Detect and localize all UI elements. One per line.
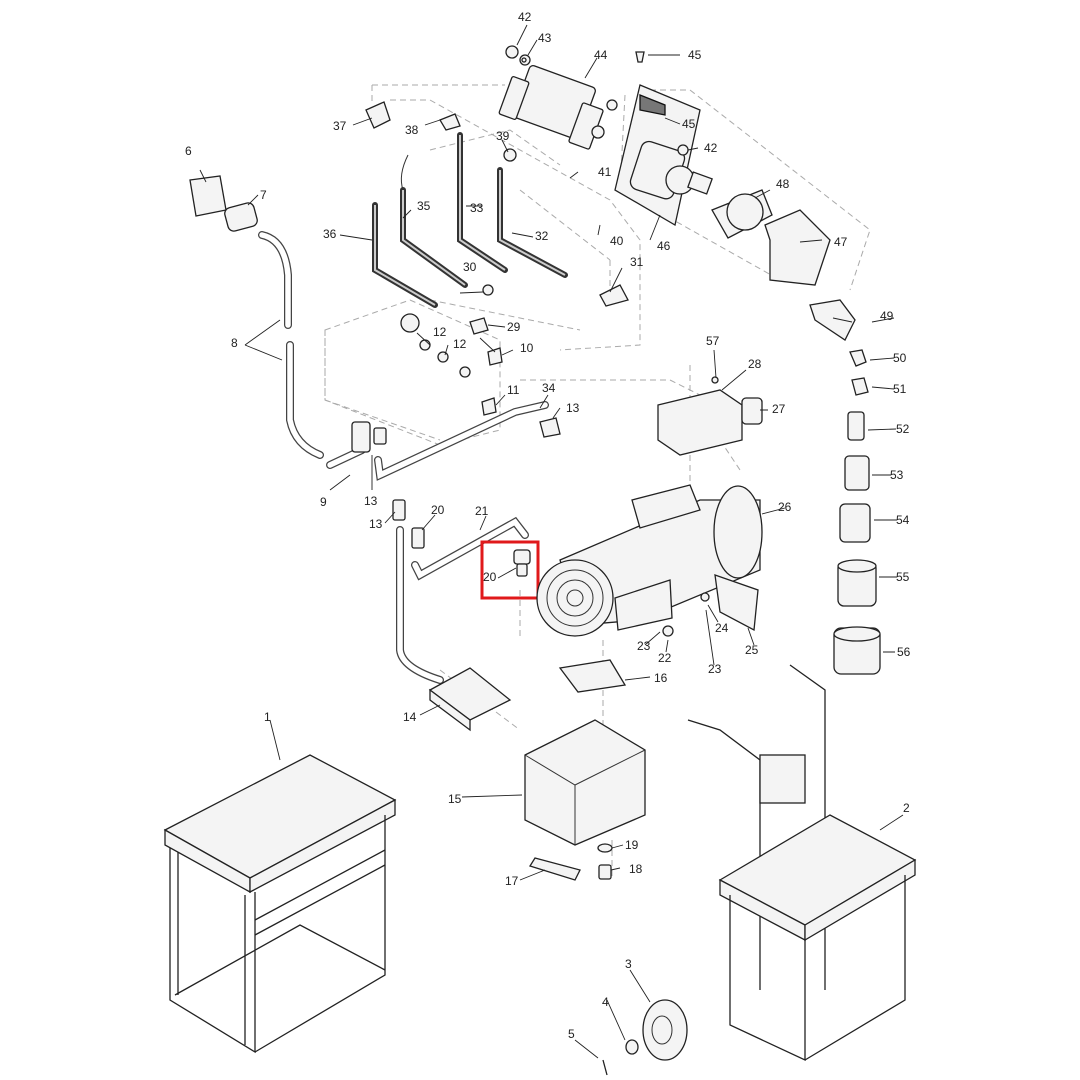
part-label: 7	[260, 188, 267, 202]
part-label: 2	[903, 801, 910, 815]
return-tube	[374, 401, 561, 481]
part-label: 27	[772, 402, 786, 416]
leader-lines	[199, 24, 904, 1059]
part-label: 42	[518, 10, 532, 24]
part-label: 20	[431, 503, 445, 517]
part-label: 19	[625, 838, 639, 852]
part-label: 4	[602, 995, 609, 1009]
part-label: 57	[706, 334, 720, 348]
motor-pump-assembly	[536, 376, 763, 637]
part-label: 1	[264, 710, 271, 724]
mounting-plate-group	[614, 84, 856, 341]
part-label: 38	[405, 123, 419, 137]
part-label: 36	[323, 227, 337, 241]
part-label: 42	[704, 141, 718, 155]
part-label: 35	[417, 199, 431, 213]
part-label: 45	[682, 117, 696, 131]
workbench-stand	[163, 754, 397, 1054]
part-label: 48	[776, 177, 790, 191]
part-label: 30	[463, 260, 477, 274]
part-label: 50	[893, 351, 907, 365]
part-label: 56	[897, 645, 911, 659]
part-label: 29	[507, 320, 521, 334]
hand-truck	[602, 664, 917, 1076]
part-label: 20	[483, 570, 497, 584]
part-label: 9	[320, 495, 327, 509]
part-label: 47	[834, 235, 848, 249]
part-label: 3	[625, 957, 632, 971]
part-label: 13	[364, 494, 378, 508]
manifold-block	[324, 299, 503, 446]
pump-hose-21	[411, 516, 529, 581]
part-label: 11	[507, 383, 520, 397]
part-label: 25	[745, 643, 759, 657]
part-label: 45	[688, 48, 702, 62]
part-label: 12	[433, 325, 447, 339]
part-label: 54	[896, 513, 910, 527]
part-labels: 1 2 3 4 5 6 7 8 9 10 11 12 12 13 13 13 1…	[185, 10, 911, 1041]
part-label: 41	[598, 165, 612, 179]
part-label: 17	[505, 874, 519, 888]
part-label: 21	[475, 504, 489, 518]
tank-connector-group	[189, 175, 387, 469]
cylinder-assembly	[498, 45, 645, 150]
part-label: 28	[748, 357, 762, 371]
part-label: 40	[610, 234, 624, 248]
part-label: 12	[453, 337, 467, 351]
part-label: 52	[896, 422, 910, 436]
part-label: 23	[708, 662, 722, 676]
part-label: 23	[637, 639, 651, 653]
part-label: 33	[470, 201, 484, 215]
foot-pedal-assembly	[392, 499, 512, 732]
part-label: 53	[890, 468, 904, 482]
part-label: 16	[654, 671, 668, 685]
part-label: 18	[629, 862, 643, 876]
pump-cover-group	[524, 659, 646, 881]
highlight-box	[480, 540, 540, 600]
part-label: 34	[542, 381, 556, 395]
part-label: 31	[630, 255, 644, 269]
part-label: 26	[778, 500, 792, 514]
part-label: 39	[496, 129, 510, 143]
part-label: 43	[538, 31, 552, 45]
part-label: 37	[333, 119, 347, 133]
part-label: 6	[185, 144, 192, 158]
part-label: 13	[566, 401, 580, 415]
hydraulic-hoses	[365, 101, 629, 308]
part-label: 55	[896, 570, 910, 584]
part-label: 44	[594, 48, 608, 62]
part-label: 14	[403, 710, 417, 724]
part-label: 32	[535, 229, 549, 243]
part-label: 5	[568, 1027, 575, 1041]
part-label: 22	[658, 651, 672, 665]
highlighted-fitting-20	[480, 540, 540, 600]
part-label: 24	[715, 621, 729, 635]
nozzle-fittings	[833, 349, 881, 675]
part-label: 46	[657, 239, 671, 253]
part-label: 49	[880, 309, 894, 323]
part-label: 10	[520, 341, 534, 355]
part-label: 51	[893, 382, 907, 396]
part-label: 15	[448, 792, 462, 806]
part-label: 8	[231, 336, 238, 350]
part-label: 13	[369, 517, 383, 531]
